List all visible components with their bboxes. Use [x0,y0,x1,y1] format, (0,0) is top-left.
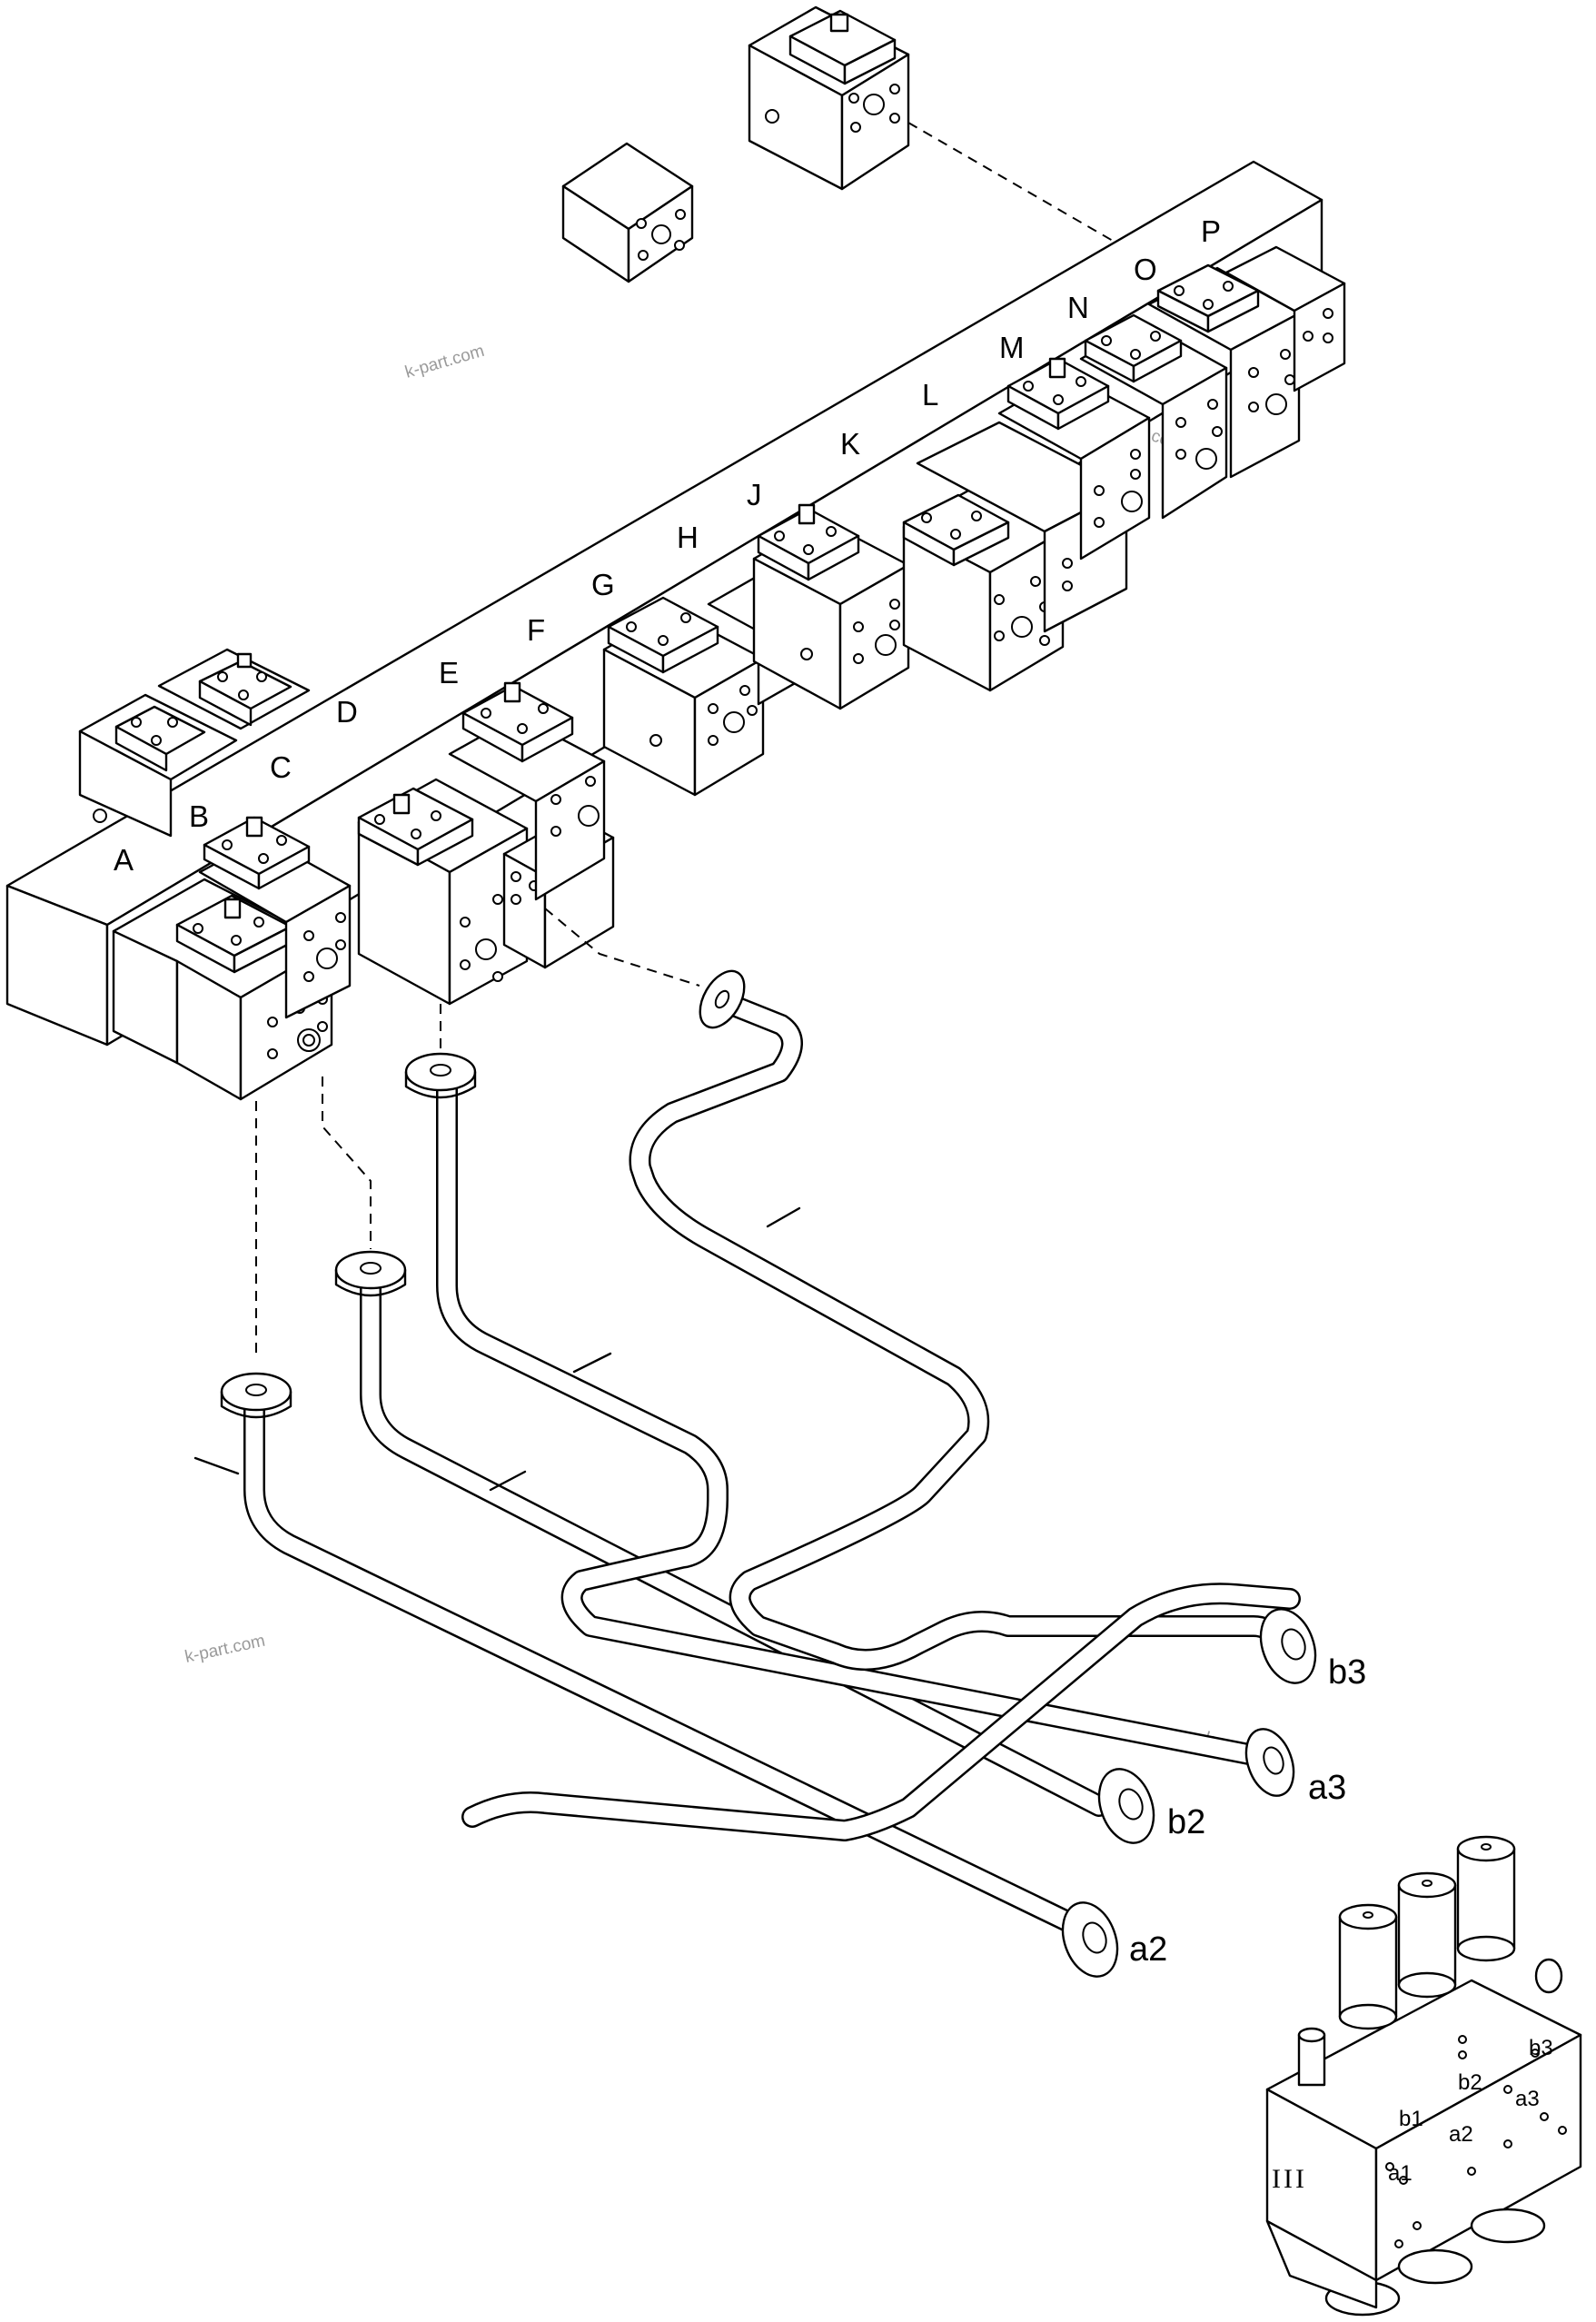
valve-label-f: F [527,613,545,647]
flange-e-upper [404,1052,477,1099]
solenoid-cylinder-2 [1397,1871,1457,1999]
block-port-b2: b2 [1458,2070,1482,2095]
top-cap-valve [748,5,910,191]
port-label-a2: a2 [1129,1930,1167,1969]
valve-module-g [602,596,765,797]
valve-module-c [78,693,238,838]
valve-module-m [997,357,1151,561]
block-port-a1: a1 [1388,2161,1413,2186]
hydraulic-pipes [193,988,1301,1932]
valve-label-l: L [922,378,938,412]
solenoid-cylinder-3 [1456,1835,1516,1962]
leader-b [322,1077,372,1249]
flange-f-upper [699,969,746,1029]
valve-module-p [1147,263,1301,479]
valve-module-f [448,681,606,901]
port-label-b2: b2 [1167,1803,1205,1841]
flange-a3 [1244,1728,1295,1797]
flange-a2 [1061,1901,1119,1978]
valve-label-d: D [336,695,358,729]
block-port-a3: a3 [1515,2087,1540,2111]
valve-label-g: G [591,568,615,601]
control-valve-block: a1 b1 a2 b2 a3 b3 III [1265,1835,1582,2317]
valve-module-d [157,648,311,730]
flange-b-upper [334,1250,407,1297]
valve-labels: A B C D E F G H J K L M N O P [114,214,1221,877]
flange-a-upper [220,1372,292,1419]
valve-label-e: E [439,656,459,690]
valve-modules [78,245,1346,1101]
valve-module-e [357,778,529,1006]
block-port-a2: a2 [1449,2122,1473,2147]
valve-label-m: M [999,331,1025,364]
leader-top-cap [907,122,1114,242]
valve-module-end [1224,245,1346,392]
leader-f [544,908,700,987]
watermark-top: k-part.com [403,342,487,382]
valve-label-j: J [747,478,762,511]
valve-module-j [752,503,910,710]
block-port-b1: b1 [1399,2107,1423,2131]
valve-module-n [1079,313,1228,520]
pipe-flanges-lower [1061,1608,1317,1978]
block-roman-numeral: III [1272,2164,1307,2194]
valve-label-p: P [1201,214,1221,248]
valve-label-b: B [189,799,209,833]
valve-label-n: N [1067,291,1089,324]
loose-cube-block [561,142,694,283]
flange-b2 [1097,1768,1155,1844]
valve-label-k: K [840,427,860,461]
valve-label-a: A [114,843,134,877]
pipe-flanges-upper [220,969,746,1419]
port-label-b3: b3 [1328,1653,1366,1692]
valve-label-o: O [1134,253,1157,286]
valve-label-c: C [270,750,292,784]
watermark-left: k-part.com [183,1632,267,1667]
valve-module-b [198,816,352,1019]
block-port-b3: b3 [1529,2036,1553,2060]
port-label-a3: a3 [1308,1769,1346,1807]
valve-label-h: H [677,521,699,554]
flange-b3 [1259,1608,1317,1684]
pipe-port-labels: a2 b2 a3 b3 [1129,1653,1366,1969]
solenoid-cylinder-1 [1338,1903,1398,2030]
